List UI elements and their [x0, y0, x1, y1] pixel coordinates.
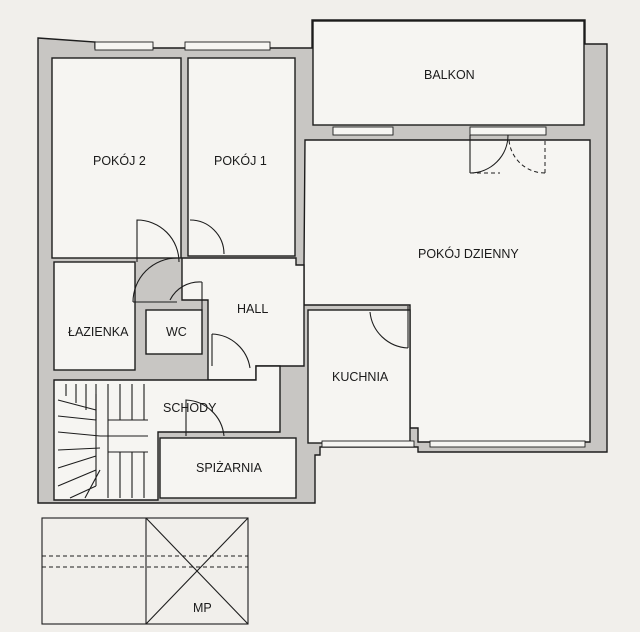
- label-mp: MP: [193, 601, 212, 615]
- label-balkon: BALKON: [424, 68, 475, 82]
- label-wc: WC: [166, 325, 187, 339]
- bedroom-1-room: [187, 57, 296, 257]
- staircase-icon: [57, 384, 148, 499]
- window-kitchen-bottom: [321, 440, 415, 448]
- wc-room: [145, 309, 203, 355]
- pantry-door-icon: [185, 399, 225, 437]
- bathroom-room: [53, 261, 136, 371]
- pantry-room: [159, 437, 297, 499]
- label-pokoj-2: POKÓJ 2: [93, 153, 146, 168]
- label-kuchnia: KUCHNIA: [332, 370, 389, 384]
- parking-space: [41, 517, 249, 625]
- kitchen-door-icon: [369, 306, 409, 349]
- window-living-2: [469, 126, 547, 136]
- label-pokoj-dzienny: POKÓJ DZIENNY: [418, 246, 519, 261]
- label-schody: SCHODY: [163, 401, 217, 415]
- kitchen-room: [307, 309, 411, 444]
- label-lazienka: ŁAZIENKA: [68, 325, 129, 339]
- bathroom-door-icon: [132, 257, 178, 303]
- window-living-1: [332, 126, 394, 136]
- bedroom-2-room: [51, 57, 182, 259]
- window-bedroom-1: [184, 41, 271, 51]
- window-living-bottom: [429, 440, 586, 448]
- wc-door-icon: [169, 281, 203, 310]
- bedroom-2-door-icon: [136, 219, 180, 263]
- balcony-room: [312, 20, 585, 126]
- balcony-door-icon: [469, 134, 509, 174]
- balcony-door-dashed-icon: [470, 139, 546, 174]
- label-hall: HALL: [237, 302, 268, 316]
- stairs-door-icon: [211, 333, 251, 369]
- window-bedroom-2: [94, 41, 154, 51]
- label-pokoj-1: POKÓJ 1: [214, 153, 267, 168]
- bedroom-1-door-icon: [189, 219, 225, 255]
- label-spizarnia: SPIŻARNIA: [196, 461, 263, 475]
- stairs-room: [53, 365, 281, 501]
